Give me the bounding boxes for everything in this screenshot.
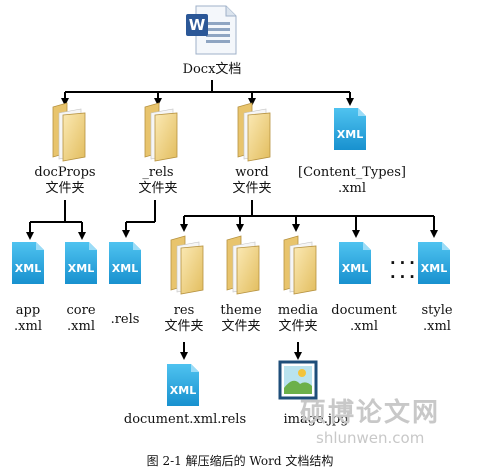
root-label: Docx文档 xyxy=(182,62,242,77)
style-ext: .xml xyxy=(423,319,451,334)
app-ext: .xml xyxy=(14,319,42,334)
res-type: 文件夹 xyxy=(164,319,204,334)
svg-text:XML: XML xyxy=(421,262,447,275)
media-type: 文件夹 xyxy=(278,319,318,334)
theme-name: theme xyxy=(220,303,262,318)
svg-text:XML: XML xyxy=(342,262,368,275)
content-types-label: [Content_Types] .xml xyxy=(298,165,406,197)
figure-caption: 图 2-1 解压缩后的 Word 文档结构 xyxy=(146,454,334,468)
ellipsis-bottom: ... xyxy=(388,263,417,282)
media-label: media 文件夹 xyxy=(278,303,318,335)
document-rels-label: document.xml.rels xyxy=(123,412,247,427)
res-name: res xyxy=(173,303,195,318)
word-folder-label: word 文件夹 xyxy=(232,165,271,197)
res-label: res 文件夹 xyxy=(164,303,203,335)
xml-icon-document-rels: XML xyxy=(167,364,199,406)
xml-icon-rels: XML xyxy=(109,242,141,284)
ellipsis-top: ... xyxy=(388,249,417,268)
core-label: core .xml xyxy=(66,303,95,335)
rels-folder-label: _rels 文件夹 xyxy=(138,165,177,197)
rels-folder-name: _rels xyxy=(142,165,174,180)
watermark-url: shlunwen.com xyxy=(316,429,425,447)
xml-icon-document: XML xyxy=(339,242,371,284)
media-name: media xyxy=(277,303,319,318)
word-document-icon: W xyxy=(186,5,237,55)
folder-icon-media xyxy=(283,235,317,295)
rels-file-label: .rels xyxy=(110,312,140,327)
theme-label: theme 文件夹 xyxy=(220,303,261,335)
xml-icon-style: XML xyxy=(418,242,450,284)
connector-lines xyxy=(26,80,438,360)
image-label: image.jpg xyxy=(283,412,349,427)
svg-text:XML: XML xyxy=(337,128,363,141)
folder-icon-docprops xyxy=(52,102,86,162)
docprops-type: 文件夹 xyxy=(45,181,85,196)
folder-icon-theme xyxy=(226,235,260,295)
document-name: document xyxy=(331,303,397,318)
docprops-name: docProps xyxy=(34,165,96,180)
document-ext: .xml xyxy=(350,319,378,334)
style-name: style xyxy=(421,303,453,318)
xml-icon-app: XML xyxy=(12,242,44,284)
svg-text:XML: XML xyxy=(170,384,196,397)
content-types-ext: .xml xyxy=(338,181,366,196)
watermark-title: 硕博论文网 xyxy=(300,398,441,428)
content-types-name: [Content_Types] xyxy=(297,165,407,180)
svg-text:XML: XML xyxy=(68,262,94,275)
xml-icon-core: XML xyxy=(65,242,97,284)
svg-text:W: W xyxy=(189,16,206,34)
docprops-label: docProps 文件夹 xyxy=(34,165,95,197)
image-icon xyxy=(278,360,318,400)
core-ext: .xml xyxy=(67,319,95,334)
theme-type: 文件夹 xyxy=(221,319,261,334)
folder-icon-rels xyxy=(144,102,178,162)
svg-text:XML: XML xyxy=(15,262,41,275)
app-name: app xyxy=(15,303,41,318)
folder-icon-word xyxy=(237,102,271,162)
word-folder-type: 文件夹 xyxy=(232,181,272,196)
xml-icon-content-types: XML xyxy=(334,108,366,150)
app-label: app .xml xyxy=(14,303,42,335)
rels-folder-type: 文件夹 xyxy=(138,181,178,196)
word-folder-name: word xyxy=(235,165,269,180)
document-label: document .xml xyxy=(331,303,396,335)
folder-icon-res xyxy=(170,235,204,295)
style-label: style .xml xyxy=(421,303,452,335)
svg-text:XML: XML xyxy=(112,262,138,275)
core-name: core xyxy=(66,303,96,318)
